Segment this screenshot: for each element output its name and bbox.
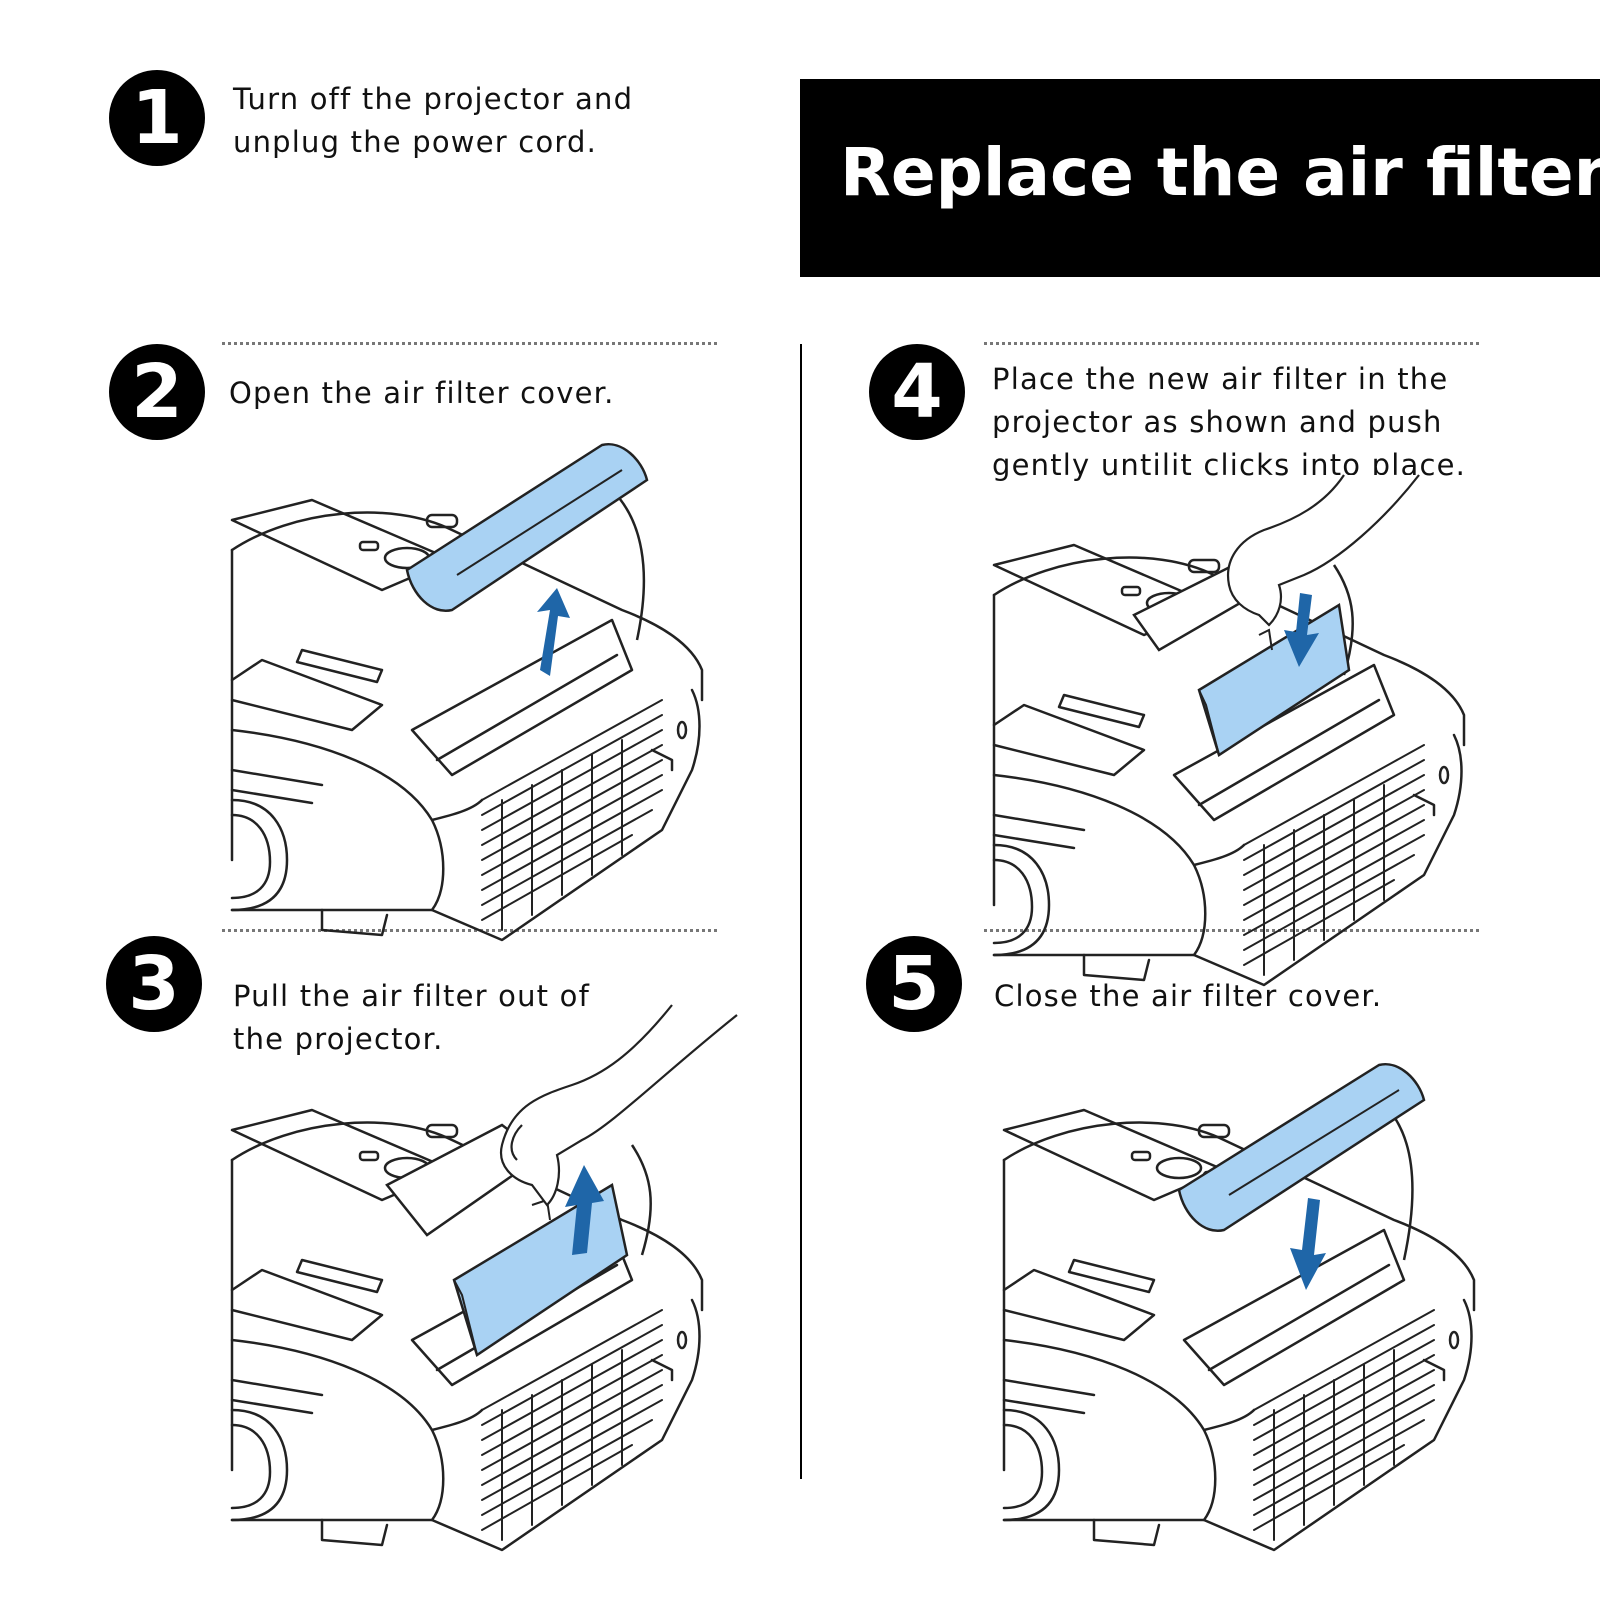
- step-4-number-badge: 4: [869, 344, 965, 440]
- step-5-text: Close the air filter cover.: [994, 979, 1383, 1013]
- column-divider: [800, 344, 802, 1479]
- divider-dotted: [222, 342, 717, 345]
- air-filter-cover-part: [405, 442, 649, 613]
- air-filter-cover-part: [1177, 1062, 1426, 1233]
- step-3-text: Pull the air filter out of the projector…: [233, 979, 591, 1056]
- step-1-text: Turn off the projector and unplug the po…: [233, 82, 634, 159]
- page-title: Replace the air filter: [840, 134, 1600, 211]
- arrow-up-icon: [565, 1165, 604, 1255]
- hand-icon: [499, 1004, 738, 1207]
- step-3-illustration: [230, 1004, 738, 1552]
- arrow-down-icon: [1284, 593, 1319, 667]
- divider-dotted: [984, 342, 1479, 345]
- step-4-text: Place the new air filter in the projecto…: [992, 362, 1467, 482]
- title-banner: [800, 79, 1600, 277]
- step-3-number-badge: 3: [106, 936, 202, 1032]
- hand-icon: [1226, 474, 1420, 627]
- divider-dotted: [222, 929, 717, 932]
- step-2-text: Open the air filter cover.: [229, 376, 615, 410]
- air-filter-part: [452, 1183, 629, 1357]
- step-1-number-badge: 1: [109, 70, 205, 166]
- step-4-illustration: [992, 474, 1466, 987]
- step-2-number-badge: 2: [109, 344, 205, 440]
- divider-dotted: [984, 929, 1479, 932]
- arrow-down-icon: [1290, 1198, 1326, 1290]
- step-5-illustration: [1002, 1062, 1476, 1552]
- step-2-illustration: [230, 442, 704, 942]
- step-5-number-badge: 5: [866, 936, 962, 1032]
- air-filter-part: [1197, 602, 1351, 757]
- arrow-up-icon: [537, 588, 570, 676]
